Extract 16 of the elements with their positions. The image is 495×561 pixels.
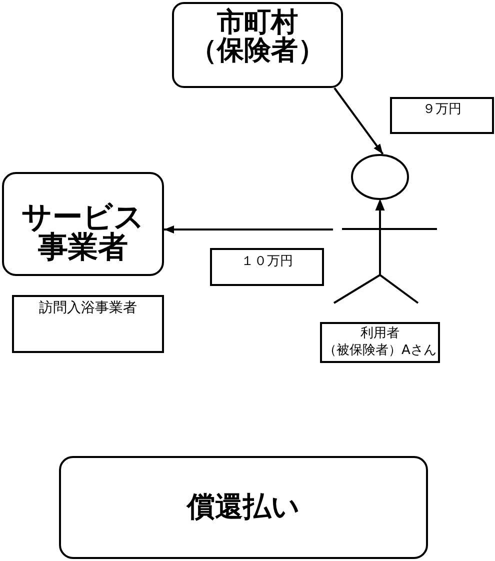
amount-text: ９万円	[422, 102, 462, 118]
amount-box	[390, 97, 494, 134]
entity-box	[172, 2, 343, 88]
amount-text: １０万円	[241, 254, 293, 270]
arrow	[164, 226, 333, 234]
entity-box	[2, 172, 164, 276]
stick-figure	[333, 154, 439, 305]
method-text: 償還払い	[187, 492, 300, 523]
amount-box	[210, 248, 324, 286]
arrow	[334, 87, 384, 155]
entity-name: 市町村（保険者）	[189, 9, 326, 66]
title-box	[59, 456, 428, 559]
note-text: 訪問入浴事業者	[39, 300, 137, 317]
note-box	[12, 295, 164, 353]
entity-name: サービス事業者	[20, 203, 146, 263]
caption-text: 利用者（被保険者）Aさん	[322, 326, 438, 359]
